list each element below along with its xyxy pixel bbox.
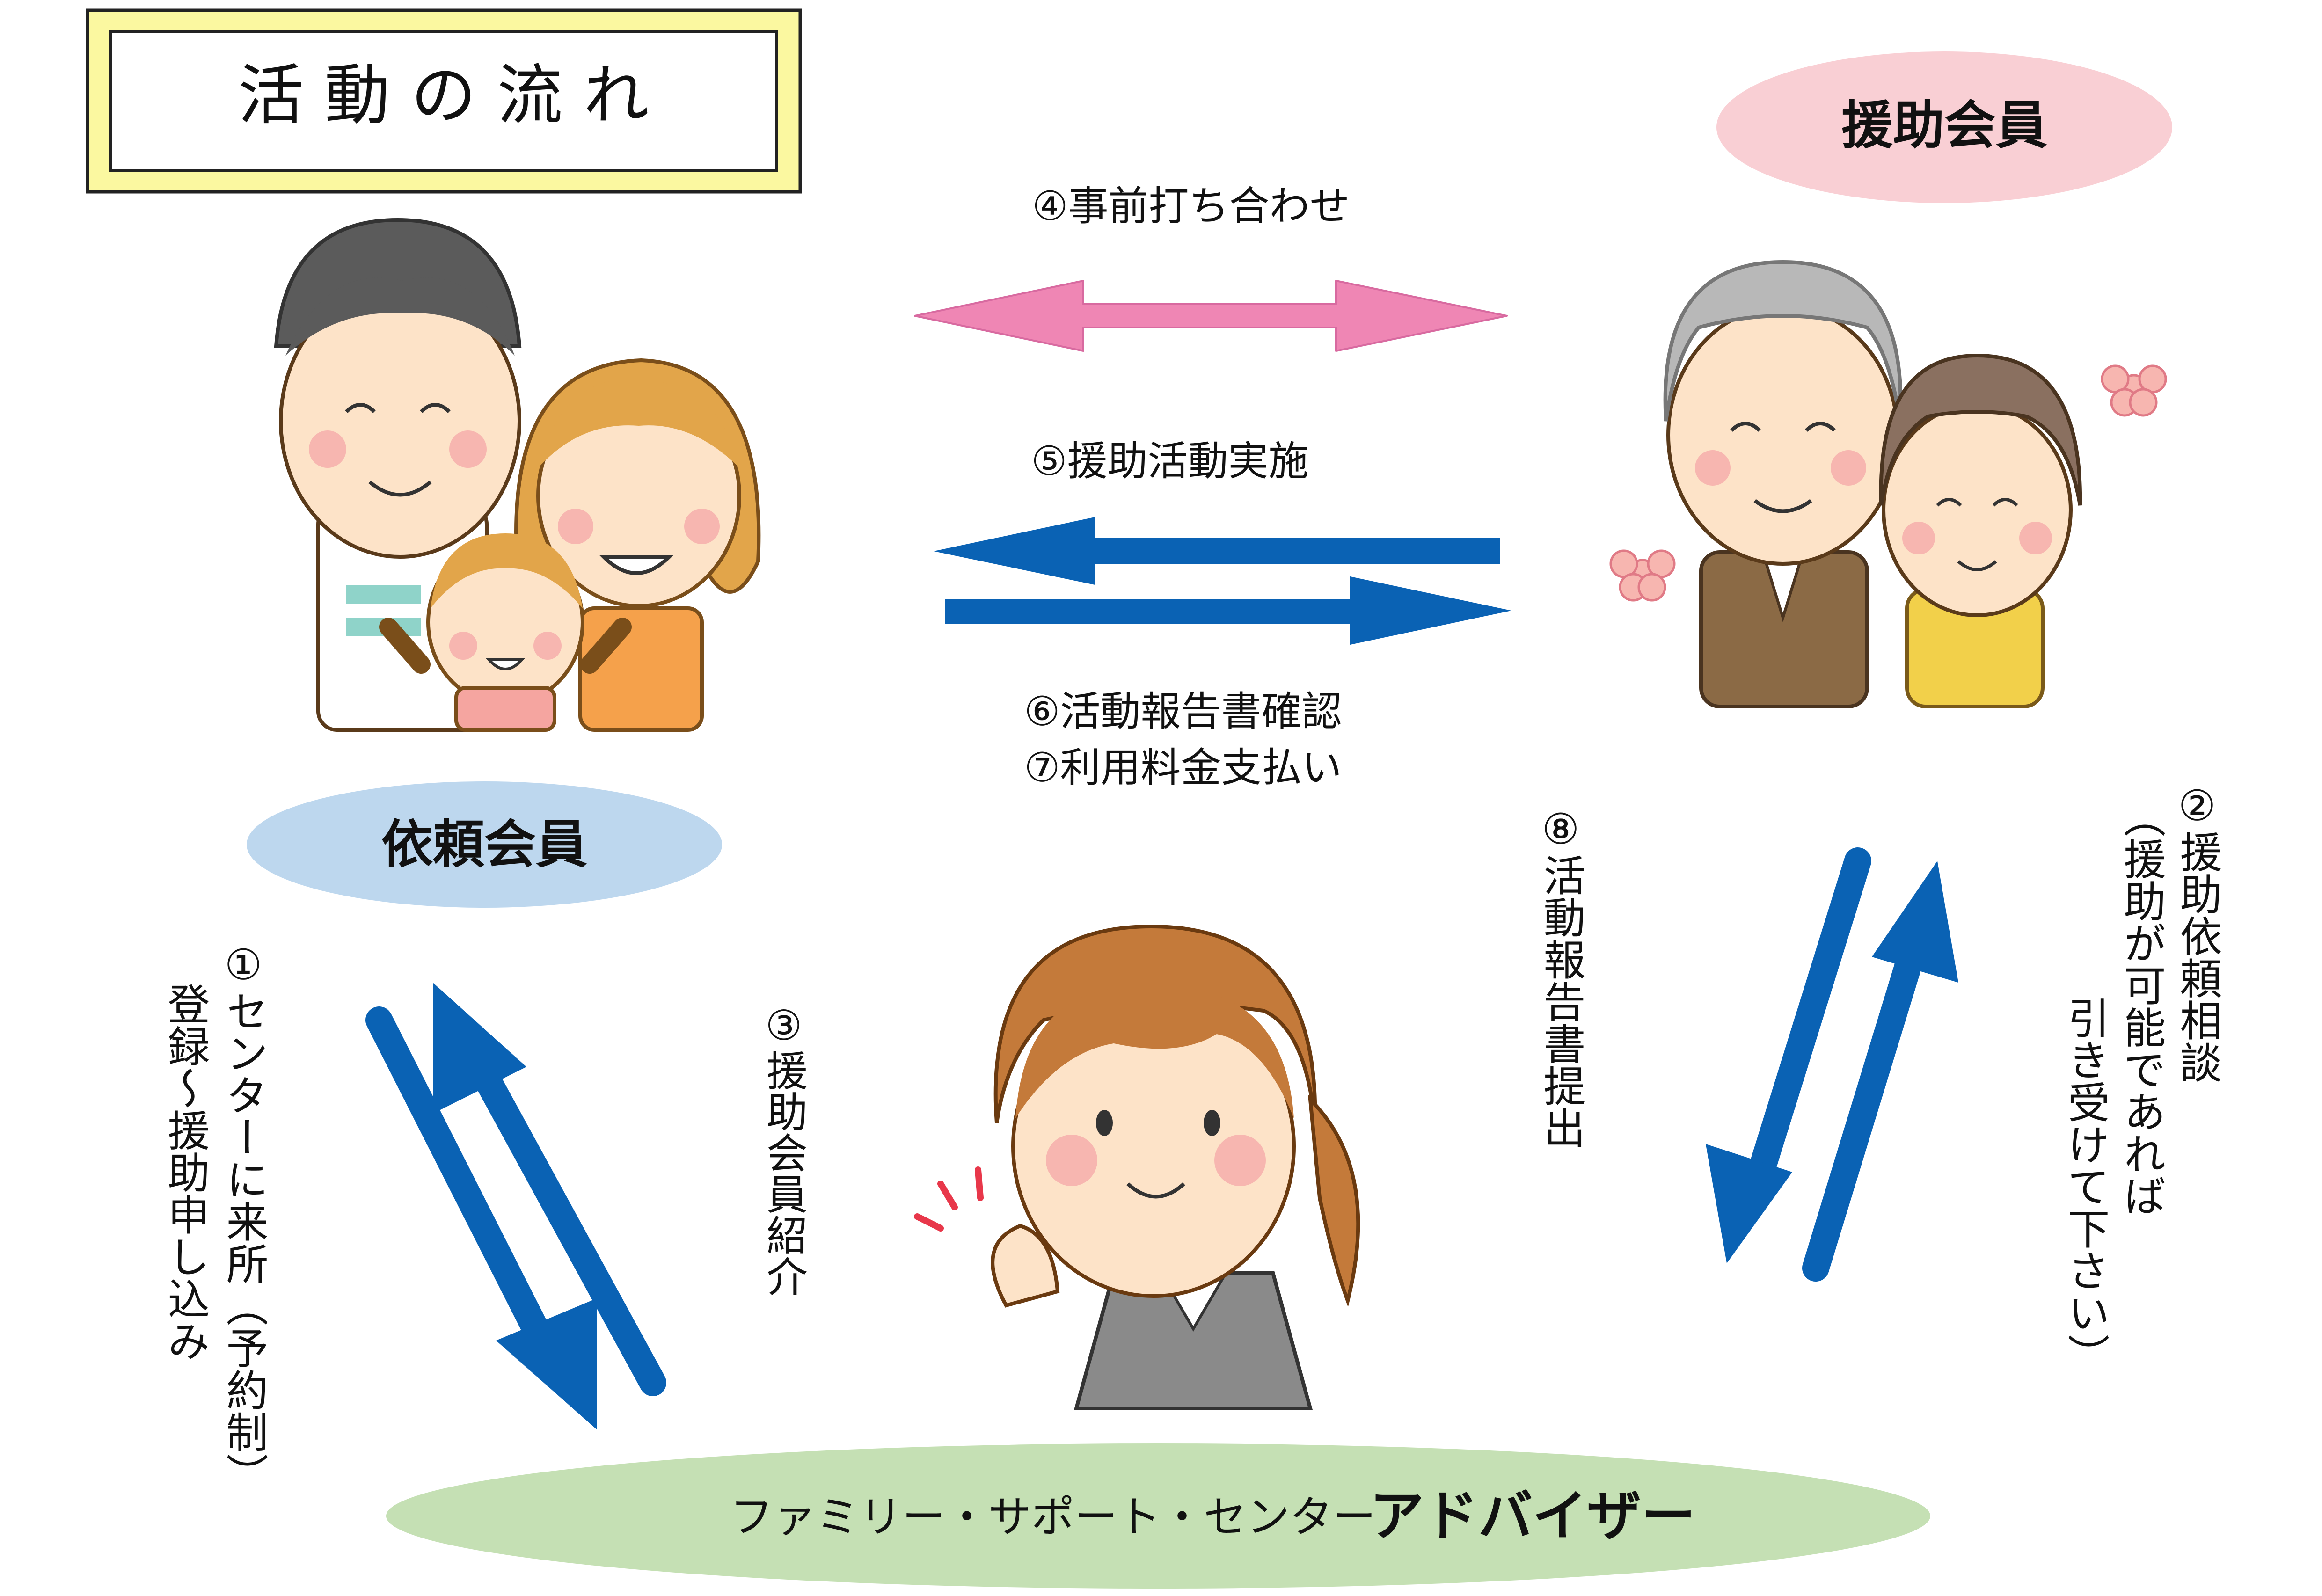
step-2-sub-label-2: 引き受けて下さい） bbox=[2060, 997, 2110, 1376]
step-2-label: ②援助依頼相談 bbox=[2173, 781, 2222, 1083]
step-1-label: ①センターに来所（予約制） bbox=[219, 940, 268, 1495]
support-member-label: 援助会員 bbox=[1841, 95, 2047, 155]
meeting-double-arrow bbox=[914, 280, 1508, 352]
step-2-sub-label-1: （援助が可能であれば bbox=[2117, 795, 2166, 1217]
center-label: ファミリー・サポート・センター bbox=[730, 1492, 1376, 1542]
elderly-couple-illustration bbox=[1609, 260, 2167, 708]
activity-left-arrow bbox=[934, 517, 1500, 585]
family-illustration bbox=[274, 218, 761, 732]
requesting-member-label: 依頼会員 bbox=[381, 815, 587, 875]
step-5-label: ⑤援助活動実施 bbox=[1031, 438, 1308, 485]
requesting-member-badge: 依頼会員 bbox=[247, 781, 722, 908]
request-arrows bbox=[1706, 847, 1958, 1282]
step-8-label: ⑧活動報告書提出 bbox=[1536, 805, 1585, 1149]
step-1-sub-label: 登録～援助申し込み bbox=[161, 983, 210, 1362]
advisor-illustration bbox=[914, 924, 1360, 1410]
advisor-label: アドバイザー bbox=[1370, 1485, 1695, 1548]
step-3-label: ③援助会員紹介 bbox=[760, 1001, 808, 1297]
support-member-badge: 援助会員 bbox=[1716, 51, 2172, 203]
advisor-badge: ファミリー・サポート・センター アドバイザー bbox=[386, 1443, 1930, 1589]
page-title: 活 動 の 流 れ bbox=[238, 58, 649, 134]
registration-arrows bbox=[365, 983, 666, 1429]
step-4-label: ④事前打ち合わせ bbox=[1032, 183, 1350, 230]
step-6-label: ⑥活動報告書確認 bbox=[1024, 688, 1342, 735]
step-7-label: ⑦利用料金支払い bbox=[1024, 744, 1342, 791]
activity-right-arrow bbox=[945, 576, 1511, 645]
title-box: 活 動 の 流 れ bbox=[86, 8, 802, 194]
